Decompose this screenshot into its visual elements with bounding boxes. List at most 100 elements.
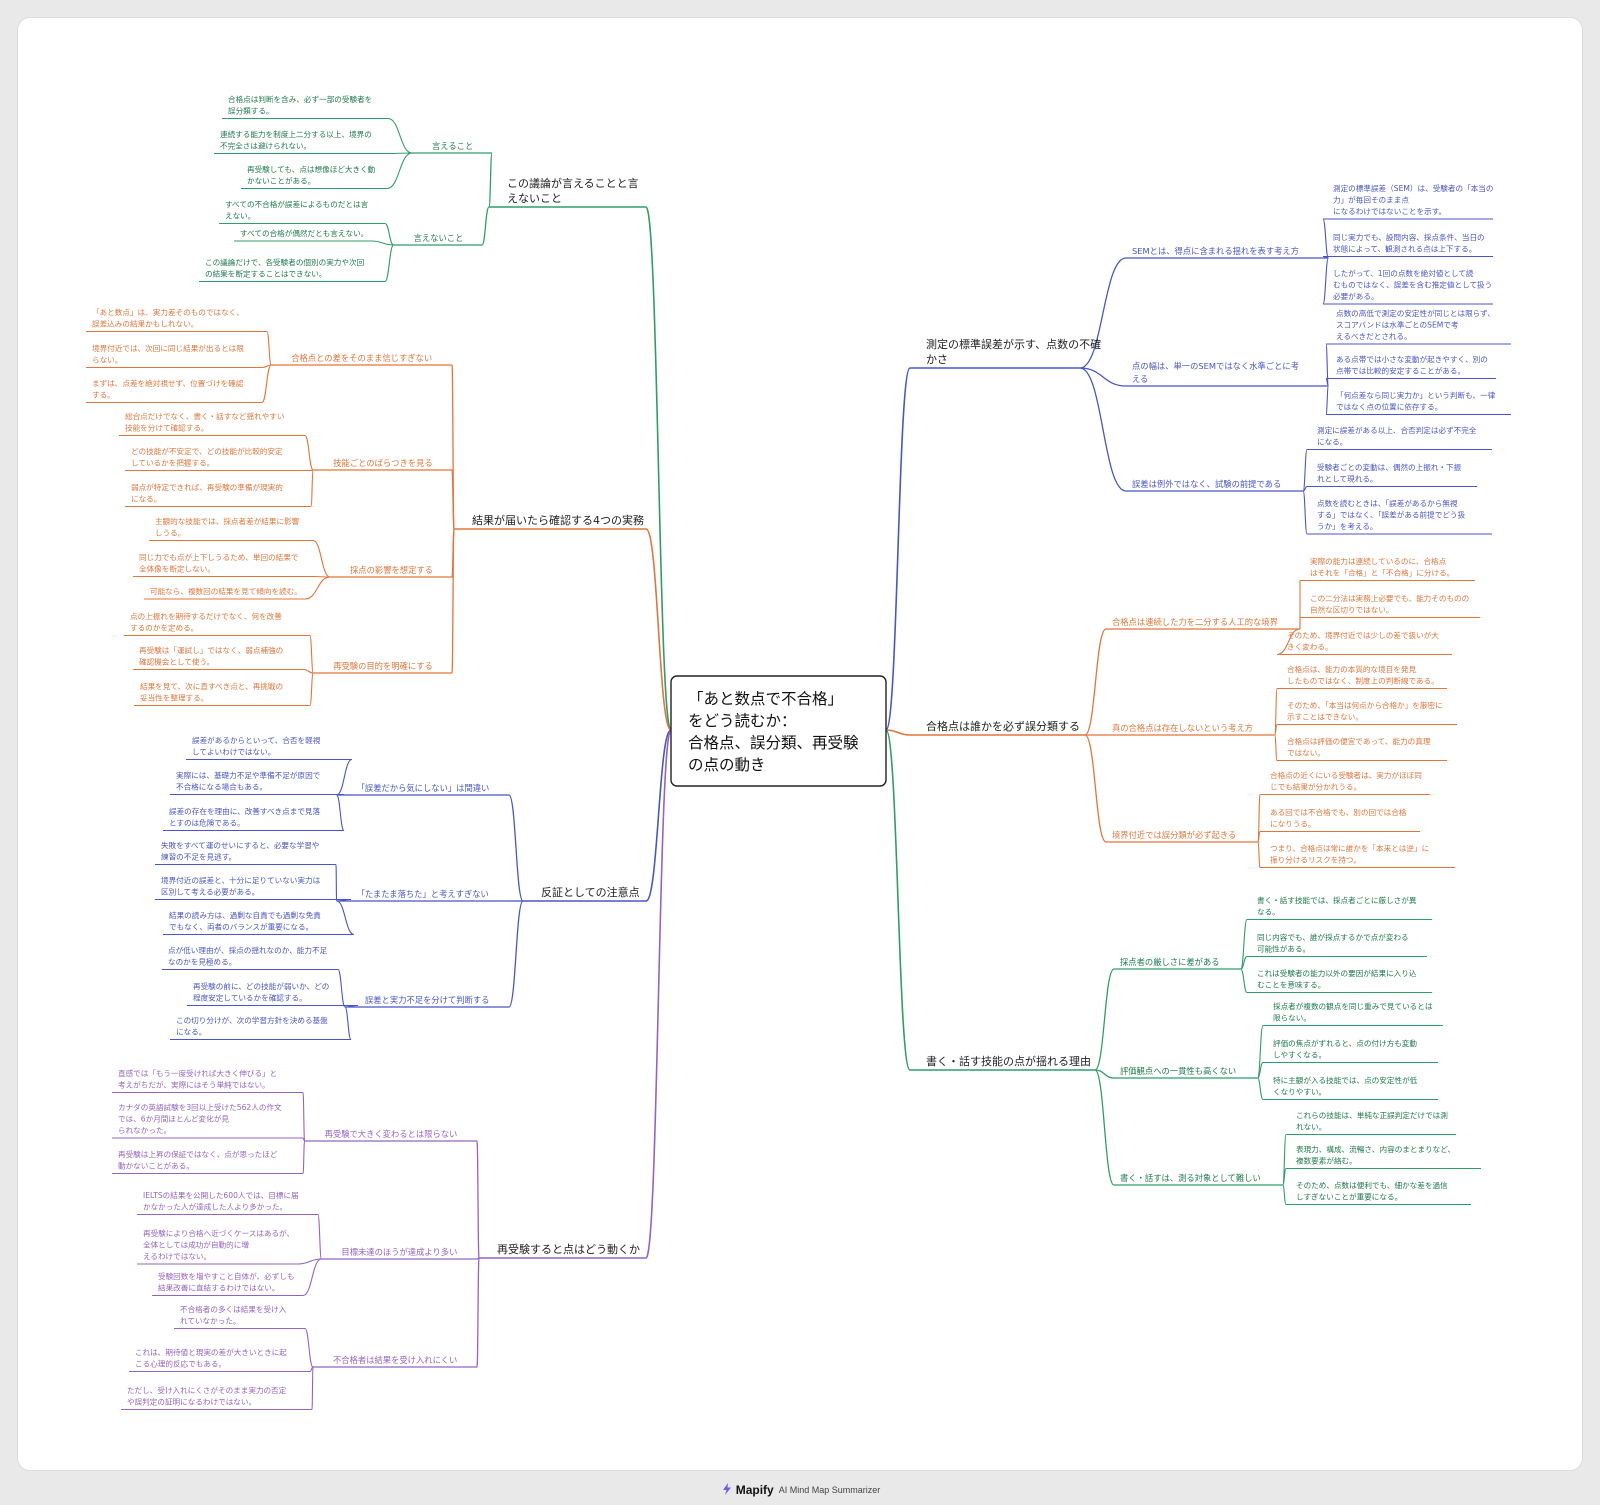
subtopic-node[interactable]: 合格点は連続した力を二分する人工的な境界実際の能力は連続しているのに、合格点はそ… — [1112, 556, 1469, 652]
subtopic-label: 評価観点への一貫性も高くない — [1120, 1066, 1236, 1076]
leaf-text: かないことがある。 — [247, 176, 315, 186]
leaf-text: 測定に誤差がある以上、合否判定は必ず不完全 — [1317, 425, 1477, 435]
leaf-text: れていなかった。 — [180, 1317, 241, 1326]
leaf-text: 合格点は評価の便宜であって、能力の真理 — [1287, 736, 1431, 746]
leaf-text: 評価の焦点がずれると、点の付け方も変動 — [1273, 1038, 1417, 1048]
leaf-text: する」ではなく、「誤差がある前提でどう扱 — [1317, 510, 1465, 520]
leaf-text: 不合格者の多くは結果を受け入 — [180, 1304, 287, 1314]
subtopic-label: 合格点との差をそのまま信じすぎない — [291, 353, 432, 363]
subtopic-node[interactable]: 点の幅は、単一のSEMではなく水準ごとに考える点数の高低で測定の安定性が同じとは… — [1132, 308, 1496, 412]
subtopic-node[interactable]: 目標未達のほうが達成より多いIELTSの結果を公開した600人では、目標に届かな… — [143, 1190, 457, 1293]
leaf-text: うか」を考える。 — [1317, 522, 1378, 531]
branch-label: 書く・話す技能の点が揺れる理由 — [926, 1054, 1091, 1068]
root-node[interactable]: 「あと数点で不合格」 をどう読むか： 合格点、誤分類、再受験 の点の動き — [670, 675, 887, 787]
leaf-text: 誤差込みの結果かもしれない。 — [92, 319, 198, 329]
leaf-text: 結果を見て、次に直すべき点と、再挑戦の — [140, 681, 283, 691]
leaf-text: 弱点が特定できれば、再受験の準備が現実的 — [131, 482, 283, 492]
leaf-text: これは受験者の能力以外の要因が結果に入り込 — [1257, 968, 1417, 978]
leaf-text: 必要がある。 — [1333, 291, 1379, 301]
leaf-text: つまり、合格点は常に誰かを「本来とは逆」に — [1270, 843, 1429, 853]
subtopic-node[interactable]: 言えないことすべての不合格が誤差によるものだとは言えない。すべての合格が偶然だと… — [205, 199, 463, 279]
branch-label: 合格点は誰かを必ず誤分類する — [926, 719, 1080, 733]
branch-label: 結果が届いたら確認する4つの実務 — [472, 513, 644, 527]
subtopic-label: 書く・話すは、測る対象として難しい — [1120, 1173, 1261, 1183]
leaf-text: 点数の高低で測定の安定性が同じとは限らず、 — [1336, 308, 1495, 318]
subtopic-label: 言えること — [432, 141, 473, 151]
leaf-text: カナダの英語試験を3回以上受けた562人の作文 — [118, 1102, 282, 1112]
subtopic-label: 再受験で大きく変わるとは限らない — [325, 1129, 458, 1139]
leaf-text: 合格点の近くにいる受験者は、実力がほぼ同 — [1270, 770, 1422, 780]
subtopic-label: 「たまたま落ちた」と考えすぎない — [357, 889, 489, 899]
leaf-text: そのため、「本当は何点から合格か」を厳密に — [1287, 700, 1443, 710]
leaf-text: 書く・話す技能では、採点者ごとに厳しさが異 — [1257, 895, 1417, 905]
leaf-text: 全体としては成功が自動的に増 — [143, 1240, 249, 1250]
leaf-text: 不完全さは避けられない。 — [220, 141, 311, 151]
subtopic-node[interactable]: 「誤差だから気にしない」は間違い誤差があるからといって、合否を軽視してよいわけで… — [169, 735, 489, 828]
branch-label: 再受験すると点はどう動くか — [497, 1242, 640, 1256]
subtopic-label: SEMとは、得点に含まれる揺れを表す考え方 — [1132, 246, 1299, 256]
subtopic-node[interactable]: 言えること合格点は判断を含み、必ず一部の受験者を誤分類する。連続する能力を制度上… — [220, 94, 473, 186]
leaf-text: 受験回数を増やすこと自体が、必ずしも — [158, 1271, 295, 1281]
leaf-text: ではなく点の位置に依存する。 — [1336, 402, 1442, 412]
leaf-text: 技能を分けて確認する。 — [125, 423, 209, 433]
leaf-text: れとして現れる。 — [1317, 475, 1378, 484]
leaf-text: 振り分けるリスクを持つ。 — [1270, 855, 1361, 865]
leaf-text: しうる。 — [155, 529, 185, 538]
subtopic-node[interactable]: 境界付近では誤分類が必ず起きる合格点の近くにいる受験者は、実力がほぼ同じでも結果… — [1112, 770, 1429, 865]
subtopic-node[interactable]: 合格点との差をそのまま信じすぎない「あと数点」は、実力差そのものではなく、誤差込… — [92, 307, 432, 400]
leaf-text: なのかを見極める。 — [168, 957, 236, 967]
leaf-text: 動かないことがある。 — [118, 1161, 194, 1171]
subtopic-node[interactable]: 真の合格点は存在しないという考え方合格点は、能力の本質的な境目を発見したものでは… — [1112, 664, 1443, 758]
leaf-text: 再受験は上昇の保証ではなく、点が思ったほど — [118, 1149, 278, 1159]
leaf-text: 妥当性を整理する。 — [140, 693, 208, 703]
leaf-text: 不合格になる場合もある。 — [176, 782, 267, 792]
subtopic-node[interactable]: 評価観点への一貫性も高くない採点者が複数の観点を同じ重みで見ているとは限らない。… — [1120, 1001, 1433, 1097]
branch-node[interactable]: 結果が届いたら確認する4つの実務 — [472, 513, 644, 527]
subtopic-node[interactable]: 採点の影響を想定する主観的な技能では、採点者差が結果に影響しうる。同じ力でも点が… — [139, 516, 433, 596]
subtopic-node[interactable]: 誤差と実力不足を分けて判断する点が低い理由が、採点の揺れなのか、能力不足なのかを… — [168, 945, 489, 1037]
branch-node[interactable]: 合格点は誰かを必ず誤分類する — [926, 719, 1080, 733]
leaf-text: 同じ力でも点が上下しうるため、単回の結果で — [139, 552, 299, 562]
brand-tagline: AI Mind Map Summarizer — [778, 1485, 881, 1495]
subtopic-node[interactable]: 書く・話すは、測る対象として難しいこれらの技能は、単純な正誤判定だけでは測れない… — [1120, 1110, 1455, 1202]
leaf-text: 結果改善に直結するわけではない。 — [158, 1283, 280, 1293]
leaf-text: 状態によって、観測される点は上下する。 — [1333, 244, 1476, 254]
subtopic-node[interactable]: 再受験で大きく変わるとは限らない直感では「もう一度受ければ大きく伸びる」と考えが… — [118, 1068, 457, 1171]
leaf-text: この議論だけで、各受験者の個別の実力や次回 — [205, 257, 364, 267]
branch-node[interactable]: 反証としての注意点 — [541, 885, 640, 899]
leaf-text: 点の上振れを期待するだけでなく、何を改善 — [130, 611, 282, 621]
subtopic-node[interactable]: 誤差は例外ではなく、試験の前提である測定に誤差がある以上、合否判定は必ず不完全に… — [1132, 425, 1477, 531]
subtopic-node[interactable]: 技能ごとのばらつきを見る総合点だけでなく、書く・話すなど揺れやすい技能を分けて確… — [125, 411, 433, 504]
subtopic-label: 採点の影響を想定する — [350, 565, 433, 575]
leaf-text: 境界付近の誤差と、十分に足りていない実力は — [161, 875, 321, 885]
branch-label: かさ — [926, 353, 948, 366]
brand-name: Mapify — [735, 1483, 774, 1497]
leaf-text: かなかった人が達成した人より多かった。 — [143, 1202, 287, 1212]
subtopic-node[interactable]: 再受験の目的を明確にする点の上振れを期待するだけでなく、何を改善するのかを定める… — [130, 611, 433, 703]
subtopic-label: える — [1132, 374, 1148, 384]
leaf-text: 確認機会として使う。 — [139, 657, 214, 667]
leaf-text: したがって、1回の点数を絶対値として読 — [1333, 268, 1474, 278]
leaf-text: 再受験の前に、どの技能が弱いか、どの — [193, 981, 329, 991]
leaf-text: 結果の読み方は、過剰な自責でも過剰な免責 — [169, 910, 321, 920]
leaf-text: では、6か月間ほとんど変化が見 — [118, 1114, 229, 1124]
leaf-text: しやすくなる。 — [1273, 1051, 1326, 1060]
root-title-line: 「あと数点で不合格」 — [688, 690, 843, 708]
subtopic-node[interactable]: 不合格者は結果を受け入れにくい不合格者の多くは結果を受け入れていなかった。これは… — [127, 1304, 457, 1407]
subtopic-label: 目標未達のほうが達成より多い — [341, 1247, 457, 1257]
leaf-text: 採点者が複数の観点を同じ重みで見ているとは — [1273, 1001, 1433, 1011]
subtopic-node[interactable]: 「たまたま落ちた」と考えすぎない失敗をすべて運のせいにすると、必要な学習や練習の… — [161, 840, 489, 932]
leaf-text: 力」が毎回そのまま点 — [1333, 195, 1409, 205]
branch-node[interactable]: 書く・話す技能の点が揺れる理由 — [926, 1054, 1091, 1068]
subtopic-label: 採点者の厳しさに差がある — [1120, 957, 1220, 967]
branch-label: この議論が言えることと言 — [507, 176, 639, 190]
leaf-text: になりうる。 — [1270, 820, 1316, 829]
branch-node[interactable]: 再受験すると点はどう動くか — [497, 1242, 640, 1256]
leaf-text: しているかを把握する。 — [131, 458, 214, 468]
leaf-text: になる。 — [176, 1028, 206, 1037]
subtopic-node[interactable]: SEMとは、得点に含まれる揺れを表す考え方測定の標準誤差（SEM）は、受験者の「… — [1132, 183, 1493, 301]
subtopic-node[interactable]: 採点者の厳しさに差がある書く・話す技能では、採点者ごとに厳しさが異なる。同じ内容… — [1120, 895, 1417, 990]
subtopic-label: 境界付近では誤分類が必ず起きる — [1112, 830, 1236, 840]
